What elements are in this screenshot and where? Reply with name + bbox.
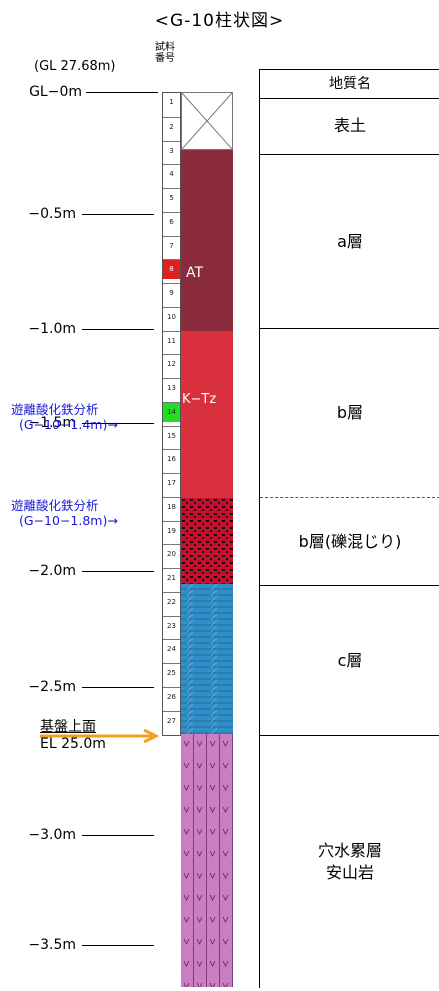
sample-number-cell: 3 <box>163 140 180 161</box>
depth-label-05: −0.5m <box>28 206 76 222</box>
at-label: AT <box>186 265 204 281</box>
ground-level-label: (GL 27.68m) <box>34 59 116 74</box>
sample-number-cell: 26 <box>163 686 180 707</box>
sample-number-cell: 15 <box>163 425 180 446</box>
sample-number-cell: 12 <box>163 354 180 374</box>
geology-table-header: 地質名 <box>260 70 439 99</box>
sample-number-cell: 6 <box>163 211 180 232</box>
iron-oxide-note-1-sample: (G−10−1.4m)→ <box>19 417 118 432</box>
geology-row-b-gravel: b層(礫混じり) <box>260 498 439 586</box>
geology-row-a: a層 <box>260 155 439 329</box>
geology-row-andesite: 穴水累層 安山岩 <box>317 841 382 882</box>
depth-label-35: −3.5m <box>28 937 76 953</box>
sample-number-cell: 7 <box>163 235 180 256</box>
sample-number-cell: 9 <box>163 283 180 303</box>
at-marker-row: AT <box>181 264 233 285</box>
sample-number-cell: 13 <box>163 378 180 398</box>
depth-tick-30 <box>82 835 154 836</box>
sample-number-cell: 25 <box>163 663 180 683</box>
layer-b <box>181 331 233 498</box>
sample-number-cell: 18 <box>163 496 180 517</box>
sample-number-cell: 8 <box>163 259 180 280</box>
iron-oxide-note-2-title: 遊離酸化鉄分析 <box>11 498 99 513</box>
depth-tick-05 <box>82 214 154 215</box>
sample-number-cell: 17 <box>163 473 180 493</box>
topsoil-cross-icon <box>181 92 233 150</box>
c-layer-pattern-icon <box>181 584 233 734</box>
sample-number-cell: 1 <box>169 98 174 106</box>
depth-tick-0 <box>86 92 158 93</box>
layer-c <box>181 584 233 734</box>
depth-label-25: −2.5m <box>28 679 76 695</box>
depth-tick-25 <box>82 687 154 688</box>
geology-row-c: c層 <box>260 586 439 736</box>
sample-number-cell: 10 <box>163 306 180 327</box>
sample-number-cell: 2 <box>163 116 180 137</box>
iron-oxide-note-2-sample: (G−10−1.8m)→ <box>19 513 118 528</box>
depth-tick-10 <box>82 329 154 330</box>
ktz-marker-row: K−Tz <box>181 391 233 412</box>
depth-tick-35 <box>82 945 154 946</box>
depth-label-0: GL−0m <box>29 84 82 100</box>
sample-number-cell: 20 <box>163 544 180 564</box>
gravel-pattern-icon <box>181 498 233 584</box>
geology-row-b: b層 <box>260 329 439 498</box>
depth-label-10: −1.0m <box>28 321 76 337</box>
iron-oxide-note-1: 遊離酸化鉄分析 (G−10−1.4m)→ <box>11 402 118 432</box>
sample-number-cell: 22 <box>163 591 180 612</box>
basement-top-label: 基盤上面 <box>40 719 96 735</box>
sample-number-cell: 24 <box>163 639 180 659</box>
sample-number-cell: 23 <box>163 615 180 636</box>
sample-number-cell: 5 <box>163 188 180 208</box>
basement-arrow-icon <box>40 729 160 743</box>
geology-table: 地質名 表土 a層 b層 b層(礫混じり) c層 穴水累層 安山岩 <box>259 69 439 988</box>
sample-number-cell: 4 <box>163 164 180 184</box>
iron-oxide-note-2: 遊離酸化鉄分析 (G−10−1.8m)→ <box>11 498 118 528</box>
andesite-pattern-icon <box>181 734 233 987</box>
sample-number-header: 試料番号 <box>155 42 175 64</box>
basement-elevation-label: EL 25.0m <box>40 736 106 752</box>
depth-label-20: −2.0m <box>28 563 76 579</box>
layer-andesite <box>181 734 233 987</box>
depth-label-15: −1.5m <box>28 415 76 431</box>
layer-topsoil <box>181 92 233 150</box>
layer-b-gravel <box>181 498 233 584</box>
iron-oxide-note-1-title: 遊離酸化鉄分析 <box>11 402 99 417</box>
chart-title: <G-10柱状図> <box>154 11 285 31</box>
ktz-label: K−Tz <box>182 392 217 407</box>
sample-number-cell: 19 <box>163 520 180 541</box>
sample-number-cell: 11 <box>163 330 180 351</box>
depth-tick-15 <box>82 423 154 424</box>
sample-number-cell: 27 <box>163 710 180 731</box>
depth-tick-20 <box>82 571 154 572</box>
sample-number-cell: 21 <box>163 568 180 588</box>
depth-label-30: −3.0m <box>28 827 76 843</box>
sample-number-cell: 14 <box>163 401 180 422</box>
sample-number-cell: 16 <box>163 449 180 469</box>
layer-a <box>181 150 233 331</box>
geology-row-topsoil: 表土 <box>260 98 439 155</box>
